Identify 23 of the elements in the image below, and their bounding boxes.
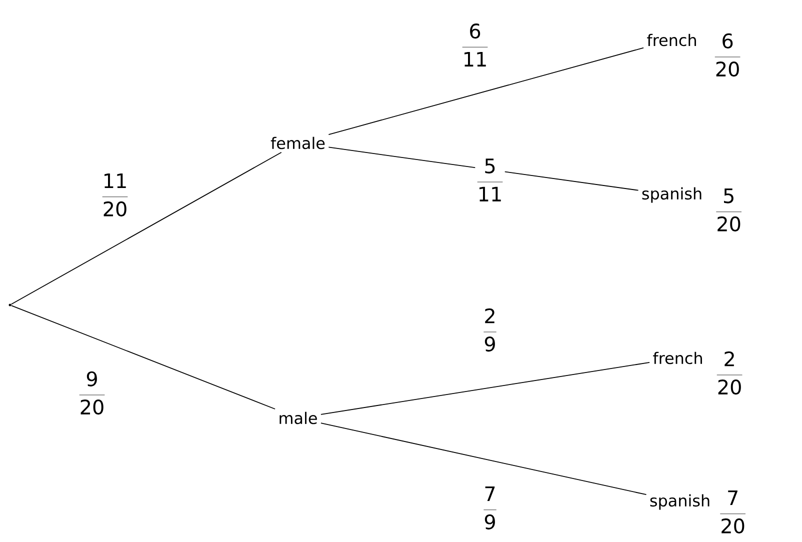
node-label: male — [280, 412, 317, 424]
branch-line — [328, 146, 639, 191]
probability-fraction: $\frac{2}{20}$ — [716, 351, 742, 395]
probability-fraction: $\frac{5}{20}$ — [716, 188, 742, 232]
probability-fraction: $\frac{6}{20}$ — [714, 33, 740, 77]
node-label: spanish — [642, 187, 702, 203]
edge-label: $\frac{7}{9}$ — [481, 486, 499, 530]
edge-label: $\frac{5}{11}$ — [475, 158, 505, 202]
node-label: female — [270, 136, 325, 150]
edge-label: $\frac{9}{20}$ — [77, 370, 107, 416]
branch-line — [320, 362, 650, 415]
node-label: french — [647, 34, 696, 46]
branch-line — [320, 422, 647, 496]
branch-line — [10, 305, 276, 410]
edge-label: $\frac{11}{20}$ — [100, 172, 130, 218]
edge-label: $\frac{2}{9}$ — [481, 307, 499, 353]
probability-fraction: $\frac{7}{20}$ — [720, 490, 746, 534]
branch-line — [10, 152, 282, 305]
node-label: spanish — [650, 494, 710, 510]
branch-line — [328, 47, 644, 136]
edge-label: $\frac{6}{11}$ — [460, 22, 490, 68]
branch-point — [8, 304, 12, 306]
node-label: french — [653, 352, 702, 364]
